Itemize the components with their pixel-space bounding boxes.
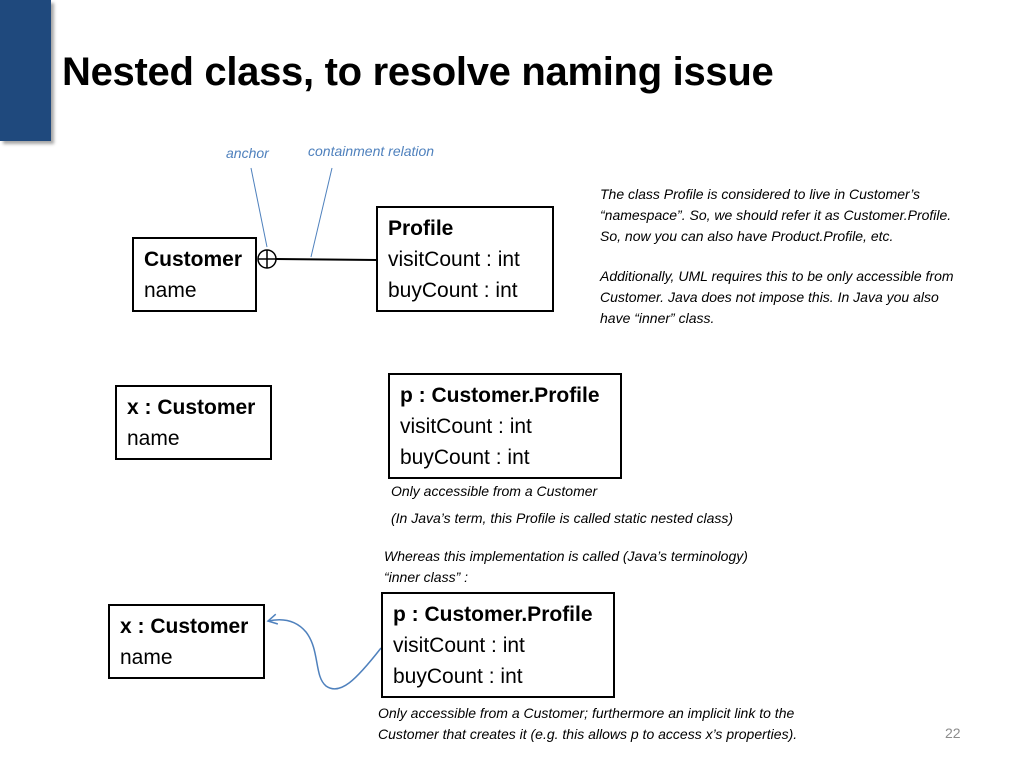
inner-customer-object-box: x : Customer name <box>108 604 265 679</box>
profile-class-box: Profile visitCount : int buyCount : int <box>376 206 554 312</box>
containment-relation-label: containment relation <box>308 143 435 159</box>
object-name: x : Customer <box>120 615 249 638</box>
nested-profile-object-box: p : Customer.Profile visitCount : int bu… <box>388 373 622 479</box>
intro-line: Whereas this implementation is called (J… <box>384 548 748 564</box>
object-attr: name <box>127 427 180 450</box>
containment-relation-line <box>275 258 378 261</box>
inner-class-intro: Whereas this implementation is called (J… <box>384 546 748 588</box>
profile-class-name: Profile <box>388 217 454 240</box>
object-name: p : Customer.Profile <box>400 384 600 407</box>
object-attr: buyCount : int <box>393 665 523 688</box>
slide-title: Nested class, to resolve naming issue <box>62 50 774 94</box>
implicit-link-arrow <box>266 613 382 690</box>
object-attr: buyCount : int <box>400 446 530 469</box>
explanation-line: “namespace”. So, we should refer it as C… <box>600 207 952 223</box>
inner-class-access-note: Only accessible from a Customer; further… <box>378 703 797 745</box>
page-number: 22 <box>945 725 961 741</box>
object-name: p : Customer.Profile <box>393 603 593 626</box>
containment-anchor-icon <box>257 249 277 269</box>
explanation-line: Additionally, UML requires this to be on… <box>600 268 954 284</box>
containment-annotation-line <box>310 167 333 258</box>
object-attr: visitCount : int <box>400 415 532 438</box>
profile-class-attr: visitCount : int <box>388 248 520 271</box>
anchor-label: anchor <box>226 145 269 161</box>
static-nested-note: (In Java’s term, this Profile is called … <box>391 510 734 526</box>
explanation-line: So, now you can also have Product.Profil… <box>600 228 894 244</box>
explanation-line: The class Profile is considered to live … <box>600 186 921 202</box>
note-line: Only accessible from a Customer; further… <box>378 705 795 721</box>
anchor-annotation-line <box>250 167 268 248</box>
nested-customer-object-box: x : Customer name <box>115 385 272 460</box>
nested-access-note: Only accessible from a Customer <box>391 483 598 499</box>
title-accent-bar <box>0 0 51 141</box>
note-line: Customer that creates it (e.g. this allo… <box>378 726 798 742</box>
explanation-line: Customer. Java does not impose this. In … <box>600 289 939 305</box>
object-name: x : Customer <box>127 396 256 419</box>
object-attr: visitCount : int <box>393 634 525 657</box>
customer-class-box: Customer name <box>132 237 257 312</box>
inner-profile-object-box: p : Customer.Profile visitCount : int bu… <box>381 592 615 698</box>
object-attr: name <box>120 646 173 669</box>
customer-class-attr: name <box>144 279 197 302</box>
explanation-line: have “inner” class. <box>600 310 715 326</box>
namespace-explanation: The class Profile is considered to live … <box>600 184 954 329</box>
intro-line: “inner class” : <box>384 569 469 585</box>
customer-class-name: Customer <box>144 248 243 271</box>
profile-class-attr: buyCount : int <box>388 279 518 302</box>
